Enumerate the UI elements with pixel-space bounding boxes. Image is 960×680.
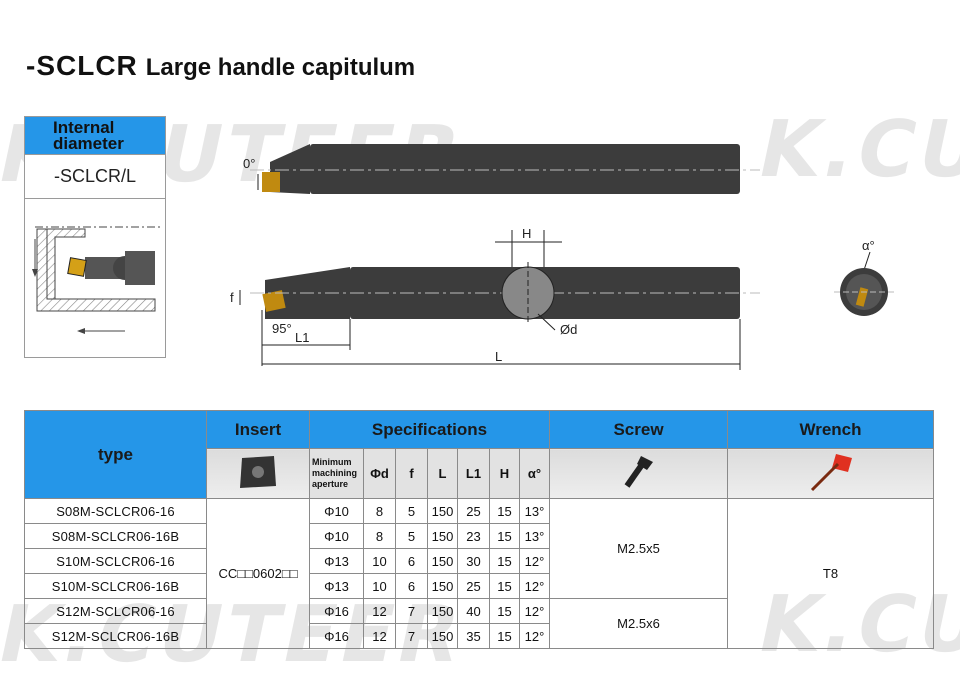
row-d: 10: [363, 573, 396, 599]
row-type: S08M-SCLCR06-16B: [24, 523, 207, 549]
l1-label: L1: [295, 330, 309, 345]
subheader-l: L: [427, 448, 458, 499]
angle-95-label: 95°: [272, 321, 292, 336]
row-f: 6: [395, 548, 428, 574]
table-row: S08M-SCLCR06-16B Φ10 8 5 150 23 15 13°: [24, 523, 934, 549]
row-alpha: 13°: [519, 498, 550, 524]
subheader-min-aperture: Minimum machining aperture: [309, 448, 364, 499]
wrench-header: Wrench: [727, 410, 934, 449]
row-f: 7: [395, 598, 428, 624]
row-l: 150: [427, 523, 458, 549]
table-row: S08M-SCLCR06-16 CC□□0602□□ Φ10 8 5 150 2…: [24, 498, 934, 649]
end-view-drawing: α°: [834, 238, 894, 316]
subheader-alpha: α°: [519, 448, 550, 499]
row-type: S12M-SCLCR06-16B: [24, 623, 207, 649]
boring-diagram-icon: [32, 226, 160, 334]
screw-value: M2.5x6: [549, 598, 728, 649]
row-l1: 23: [457, 523, 490, 549]
h-label: H: [522, 226, 531, 241]
row-alpha: 12°: [519, 623, 550, 649]
row-d: 12: [363, 623, 396, 649]
angle-0-label: 0°: [243, 156, 255, 171]
row-h: 15: [489, 598, 520, 624]
row-h: 15: [489, 523, 520, 549]
row-alpha: 12°: [519, 573, 550, 599]
f-label: f: [230, 290, 234, 305]
screw-icon: [549, 448, 728, 499]
screw-header: Screw: [549, 410, 728, 449]
row-l1: 40: [457, 598, 490, 624]
wrench-icon: [727, 448, 934, 499]
row-min: Φ16: [309, 623, 364, 649]
type-header: type: [24, 410, 207, 499]
table-row: S12M-SCLCR06-16 Φ16 12 7 150 40 15 12° M…: [24, 598, 934, 649]
row-l: 150: [427, 548, 458, 574]
row-l: 150: [427, 623, 458, 649]
row-d: 10: [363, 548, 396, 574]
side-box-header: Internal diameter: [25, 117, 165, 155]
row-l1: 35: [457, 623, 490, 649]
row-l1: 25: [457, 573, 490, 599]
internal-diameter-box: Internal diameter -SCLCR/L: [24, 116, 166, 358]
row-alpha: 13°: [519, 523, 550, 549]
title-code: -SCLCR: [26, 50, 138, 81]
row-alpha: 12°: [519, 598, 550, 624]
page-title: -SCLCR Large handle capitulum: [26, 50, 415, 82]
subheader-d: Φd: [363, 448, 396, 499]
spec-table: type Insert Specifications Screw Wrench …: [24, 410, 934, 649]
row-h: 15: [489, 548, 520, 574]
boring-bar-drawing: 0° H Ød f 95° L1 L: [230, 144, 760, 370]
row-l: 150: [427, 498, 458, 524]
wrench-value: T8: [727, 498, 934, 649]
subheader-f: f: [395, 448, 428, 499]
row-type: S10M-SCLCR06-16: [24, 548, 207, 574]
row-f: 5: [395, 523, 428, 549]
row-min: Φ16: [309, 598, 364, 624]
specifications-header: Specifications: [309, 410, 550, 449]
table-row: S10M-SCLCR06-16B Φ13 10 6 150 25 15 12°: [24, 573, 934, 599]
row-d: 12: [363, 598, 396, 624]
insert-icon: [206, 448, 310, 499]
row-type: S08M-SCLCR06-16: [24, 498, 207, 524]
table-row: S10M-SCLCR06-16 Φ13 10 6 150 30 15 12°: [24, 548, 934, 574]
row-f: 5: [395, 498, 428, 524]
insert-header: Insert: [206, 410, 310, 449]
diameter-label: Ød: [560, 322, 577, 337]
row-d: 8: [363, 523, 396, 549]
row-d: 8: [363, 498, 396, 524]
watermark: K.CUTEER: [750, 105, 960, 195]
subheader-h: H: [489, 448, 520, 499]
alpha-label: α°: [862, 238, 875, 253]
row-l1: 25: [457, 498, 490, 524]
side-box-code: -SCLCR/L: [25, 155, 165, 199]
row-l1: 30: [457, 548, 490, 574]
row-type: S10M-SCLCR06-16B: [24, 573, 207, 599]
insert-code: CC□□0602□□: [206, 498, 310, 649]
l-label: L: [495, 349, 502, 364]
title-name: Large handle capitulum: [145, 54, 416, 81]
row-h: 15: [489, 623, 520, 649]
row-f: 7: [395, 623, 428, 649]
row-f: 6: [395, 573, 428, 599]
row-min: Φ13: [309, 573, 364, 599]
row-h: 15: [489, 498, 520, 524]
table-row: S12M-SCLCR06-16B Φ16 12 7 150 35 15 12°: [24, 623, 934, 649]
row-l: 150: [427, 573, 458, 599]
subheader-l1: L1: [457, 448, 490, 499]
row-l: 150: [427, 598, 458, 624]
row-h: 15: [489, 573, 520, 599]
row-min: Φ10: [309, 498, 364, 524]
row-type: S12M-SCLCR06-16: [24, 598, 207, 624]
row-min: Φ10: [309, 523, 364, 549]
row-min: Φ13: [309, 548, 364, 574]
screw-value: M2.5x5: [549, 498, 728, 599]
row-alpha: 12°: [519, 548, 550, 574]
